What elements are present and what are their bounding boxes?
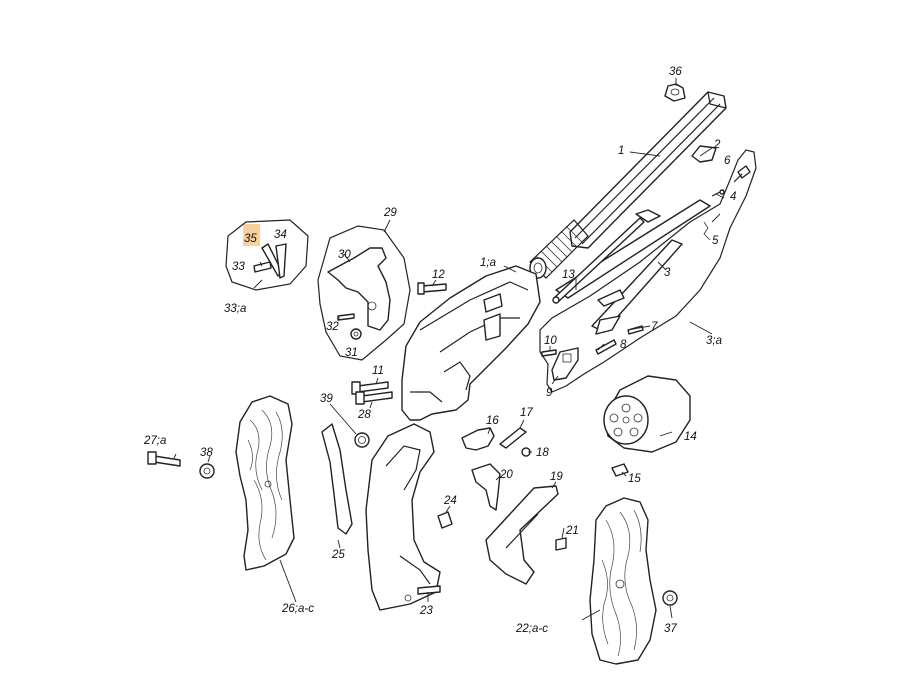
part-25-backstrap: [321, 423, 353, 535]
label-21: 21: [565, 525, 579, 537]
label-39: 39: [320, 393, 333, 405]
part-14-cylinder: [603, 375, 691, 453]
label-1: 1: [618, 145, 624, 157]
label-16: 16: [486, 415, 499, 427]
part-35-highlight: [243, 224, 260, 246]
label-3: 3: [664, 267, 671, 279]
label-2: 2: [713, 139, 721, 151]
label-12: 12: [432, 269, 445, 281]
label-5: 5: [712, 235, 719, 247]
label-9: 9: [546, 387, 553, 399]
label-29: 29: [383, 207, 397, 219]
part-4-pin: [711, 189, 725, 197]
label-32: 32: [326, 321, 339, 333]
label-33: 33: [232, 261, 245, 273]
part-5-spring: [703, 221, 711, 241]
label-34: 34: [274, 229, 287, 241]
part-33-screw: [253, 261, 272, 273]
label-24: 24: [443, 495, 457, 507]
leader-lines: [173, 78, 725, 621]
part-23-screw: [417, 585, 441, 595]
label-31: 31: [345, 347, 358, 359]
label-33a: 33;a: [224, 303, 246, 315]
part-17-spring: [499, 427, 527, 449]
label-25: 25: [331, 549, 345, 561]
frame-3a-outline: [539, 149, 757, 393]
label-7: 7: [651, 321, 658, 333]
label-30: 30: [338, 249, 351, 261]
part-24-screw: [437, 511, 453, 529]
part-38-escutcheon: [199, 463, 215, 479]
part-12-screw: [417, 282, 447, 295]
part-16-bolt: [461, 427, 495, 451]
label-3a: 3;a: [706, 335, 722, 347]
label-22ac: 22;a-c: [515, 623, 548, 635]
part-36-front-sight: [664, 83, 686, 102]
label-27a: 27;a: [143, 435, 166, 447]
label-23: 23: [419, 605, 433, 617]
label-15: 15: [628, 473, 641, 485]
label-38: 38: [200, 447, 213, 459]
label-35: 35: [244, 233, 257, 245]
part-27a-screw: [147, 451, 181, 467]
part-1a-frame: [401, 265, 541, 421]
label-1a: 1;a: [480, 257, 496, 269]
group-29-outline: [317, 225, 411, 361]
label-19: 19: [550, 471, 563, 483]
label-8: 8: [620, 339, 627, 351]
part-30-hammer: [327, 247, 391, 331]
label-36: 36: [669, 66, 682, 78]
part-19-trigger-guard: [485, 485, 559, 585]
part-2-wedge: [691, 145, 717, 163]
label-14: 14: [684, 431, 697, 443]
part-34-spring: [275, 243, 287, 279]
part-28-screw: [355, 391, 393, 405]
part-6-screw: [733, 165, 751, 183]
part-31-roller: [350, 328, 362, 340]
group-33a-outline: [225, 219, 309, 291]
label-20: 20: [499, 469, 513, 481]
label-4: 4: [730, 191, 736, 203]
part-22ac-grip: [589, 497, 657, 665]
label-10: 10: [544, 335, 557, 347]
label-28: 28: [357, 409, 371, 421]
part-8-pin: [595, 339, 617, 355]
label-37: 37: [664, 623, 677, 635]
part-32-pin: [337, 313, 355, 321]
part-37-escutcheon: [662, 590, 678, 606]
part-10-pin: [541, 349, 557, 357]
part-20-trigger: [471, 463, 501, 511]
part-21-screw: [555, 537, 567, 551]
part-39-washer: [354, 432, 370, 448]
part-labels: 36 1 2 6 4 5 3 7 8 3;a 35 34 33 33;a 29 …: [143, 66, 736, 635]
label-6: 6: [724, 155, 731, 167]
label-17: 17: [520, 407, 533, 419]
label-26ac: 26;a-c: [281, 603, 314, 615]
label-18: 18: [536, 447, 549, 459]
part-9-latch: [551, 347, 579, 381]
label-11: 11: [372, 365, 384, 377]
label-13: 13: [562, 269, 575, 281]
part-23-grip-frame: [365, 423, 441, 611]
part-26ac-grip: [235, 395, 295, 571]
part-15-nipple: [611, 463, 629, 477]
part-13-rod: [552, 217, 645, 304]
